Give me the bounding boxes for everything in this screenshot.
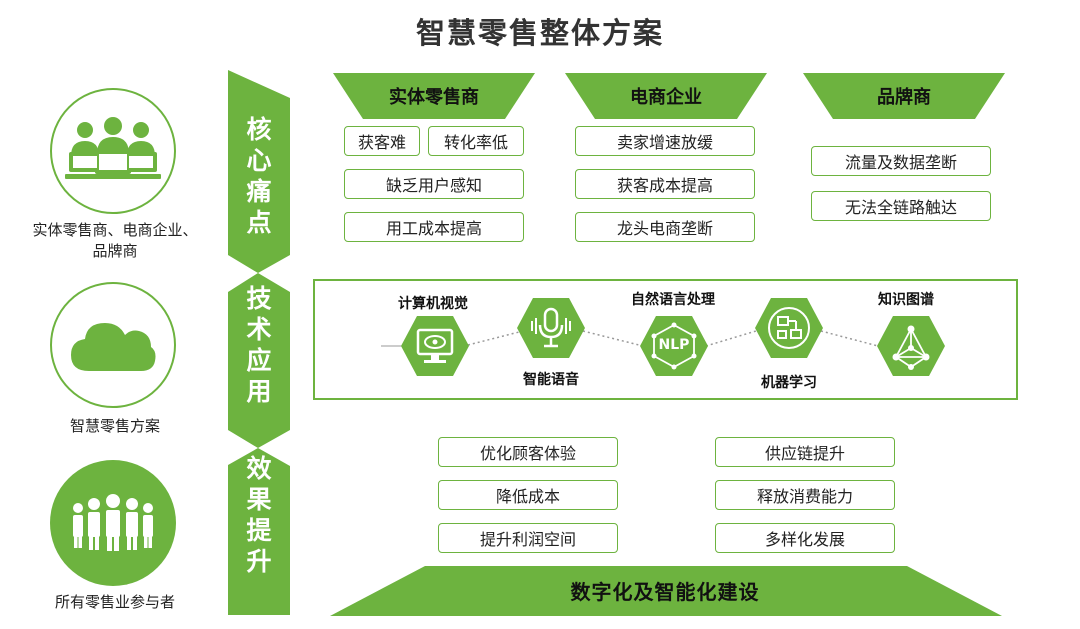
microphone-icon [517, 298, 585, 358]
crowd-people-icon [73, 494, 153, 551]
pain-box: 卖家增速放缓 [575, 126, 755, 156]
label-solution-line1: 智慧零售方案 [69, 417, 160, 435]
label-solution: 智慧零售方案 [20, 416, 210, 437]
circle-solution [50, 282, 176, 408]
people-at-computers-icon [65, 117, 161, 179]
pain-box: 无法全链路触达 [811, 191, 991, 221]
effect-box: 供应链提升 [715, 437, 895, 467]
label-participants-line1: 所有零售业参与者 [54, 593, 175, 611]
header-brand: 品牌商 [803, 73, 1005, 119]
effect-box: 降低成本 [438, 480, 618, 510]
circle-retailers [50, 88, 176, 214]
label-retailers-line2: 品牌商 [92, 242, 138, 260]
bottom-bar [330, 566, 1002, 616]
pain-box: 转化率低 [428, 126, 524, 156]
pain-box: 缺乏用户感知 [344, 169, 524, 199]
tech-label-ml: 机器学习 [761, 375, 817, 391]
header-physical-text: 实体零售商 [389, 87, 479, 108]
nlp-network-icon [640, 316, 708, 376]
page-title: 智慧零售整体方案 [415, 16, 664, 50]
label-retailers: 实体零售商、电商企业、 品牌商 [20, 220, 210, 262]
effect-box: 释放消费能力 [715, 480, 895, 510]
pain-box: 用工成本提高 [344, 212, 524, 242]
band-label-pain: 核心痛点 [246, 115, 272, 237]
header-brand-text: 品牌商 [877, 87, 931, 108]
pain-box: 流量及数据垄断 [811, 146, 991, 176]
effect-box: 多样化发展 [715, 523, 895, 553]
cloud-icon [71, 323, 156, 371]
header-physical-retailers: 实体零售商 [333, 73, 535, 119]
knowledge-graph-icon [877, 316, 945, 376]
tech-label-voice: 智能语音 [523, 372, 579, 388]
flowchart-icon [755, 298, 823, 358]
pain-box: 获客难 [344, 126, 420, 156]
band-label-effect: 效果提升 [246, 454, 272, 576]
tech-label-kg: 知识图谱 [878, 292, 934, 308]
nlp-glyph: NLP [658, 337, 690, 353]
header-ecommerce: 电商企业 [565, 73, 767, 119]
label-retailers-line1: 实体零售商、电商企业、 [32, 221, 198, 239]
monitor-eye-icon [401, 316, 469, 376]
pain-box: 龙头电商垄断 [575, 212, 755, 242]
label-participants: 所有零售业参与者 [20, 592, 210, 613]
tech-label-nlp: 自然语言处理 [631, 292, 715, 308]
tech-label-cv: 计算机视觉 [398, 296, 468, 312]
circle-participants [50, 460, 176, 586]
pain-box: 获客成本提高 [575, 169, 755, 199]
effect-box: 优化顾客体验 [438, 437, 618, 467]
bottom-bar-text: 数字化及智能化建设 [570, 580, 760, 604]
effect-box: 提升利润空间 [438, 523, 618, 553]
band-label-tech: 技术应用 [246, 284, 272, 406]
header-ecommerce-text: 电商企业 [630, 87, 702, 108]
side-band [228, 70, 290, 615]
